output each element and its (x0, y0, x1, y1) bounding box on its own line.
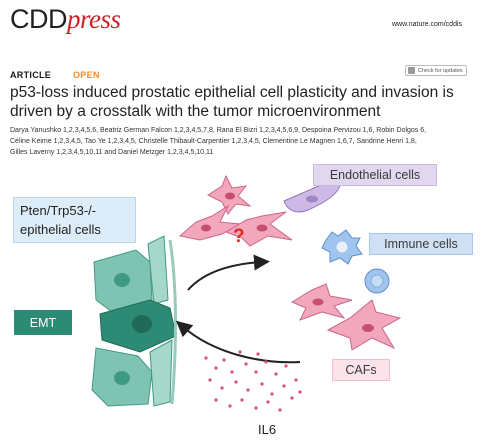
section-label: ARTICLE (10, 70, 52, 80)
endothelial-cells-label: Endothelial cells (313, 164, 437, 186)
paper-title: p53-loss induced prostatic epithelial ce… (10, 84, 454, 120)
il6-cytokine-dots (204, 350, 302, 412)
caf-cell-top-1 (206, 174, 252, 215)
open-access-badge: OPEN (73, 70, 100, 80)
author-list: Darya Yanushko 1,2,3,4,5,6, Beatriz Germ… (10, 125, 480, 158)
check-updates-label: Check for updates (418, 67, 463, 74)
author-line-1: Darya Yanushko 1,2,3,4,5,6, Beatriz Germ… (10, 127, 427, 134)
caf-cell-top-2 (178, 204, 242, 241)
caf-cell-top-3 (224, 211, 293, 247)
il6-label: IL6 (258, 422, 277, 437)
invasion-arrow (187, 254, 270, 291)
caf-cell-bottom-2 (326, 299, 402, 351)
crossmark-icon (408, 67, 415, 74)
immune-cell-1 (321, 229, 363, 265)
emt-label: EMT (14, 310, 72, 335)
author-line-2: Céline Keime 1,2,3,4,5, Tao Ye 1,2,3,4,5… (10, 138, 417, 145)
immune-cell-2 (364, 268, 390, 294)
immune-cells-label: Immune cells (369, 233, 473, 255)
caf-cell-bottom-1 (290, 283, 353, 321)
journal-logo: CDDpress (10, 4, 121, 34)
epithelial-cluster (91, 235, 178, 407)
feedback-arrow (175, 320, 301, 364)
graphical-abstract (91, 164, 402, 412)
epithelial-cells-label: Pten/Trp53-/- epithelial cells (13, 197, 136, 243)
check-updates-button[interactable]: Check for updates (405, 65, 467, 76)
cafs-label: CAFs (332, 359, 390, 381)
question-mark: ? (233, 226, 245, 247)
author-line-3: Gilles Laverny 1,2,3,4,5,10,11 and Danie… (10, 149, 214, 156)
journal-url[interactable]: www.nature.com/cddis (392, 21, 463, 28)
